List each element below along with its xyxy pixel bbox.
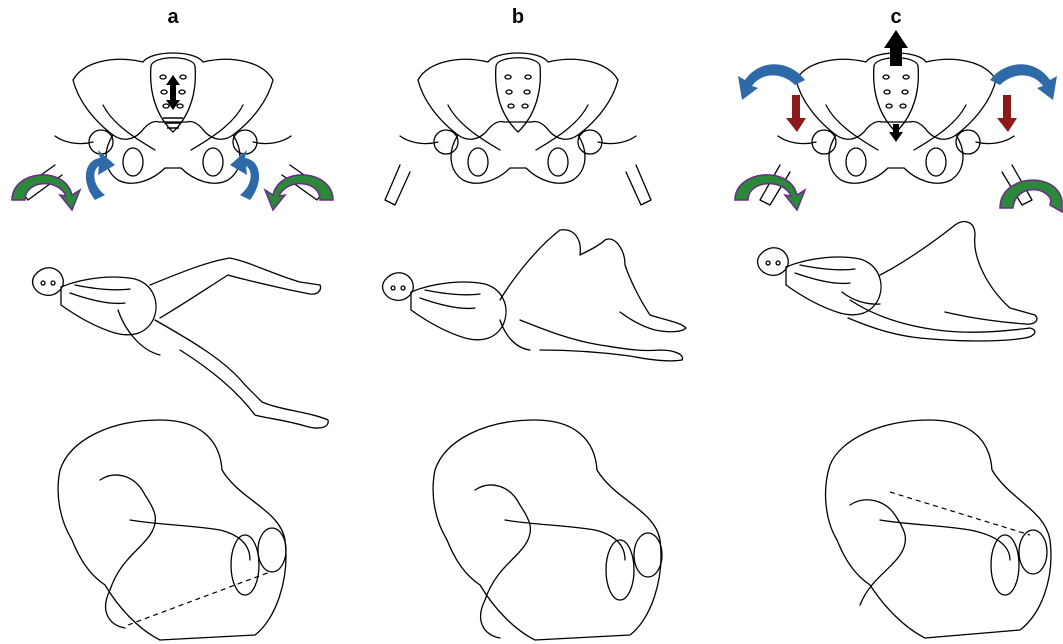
pelvis-b [400,53,636,183]
blue-arrow-a-left [86,150,115,200]
green-arrow-a-right [265,175,333,210]
green-arrow-a-left [12,175,80,210]
lateral-pelvis-c [826,420,1051,638]
supine-figure-a [33,258,329,428]
red-arrow-c-right [997,95,1017,132]
supine-figure-c [758,222,1037,341]
pelvis-c [778,53,1014,183]
blue-arrow-c-right [990,64,1057,100]
supine-figure-b [383,230,686,361]
lateral-pelvis-a [58,420,286,640]
red-arrow-c-left [786,95,806,132]
black-arrow-up-c [884,30,908,66]
lateral-pelvis-b [433,420,662,640]
blue-arrow-c-left [738,64,805,100]
